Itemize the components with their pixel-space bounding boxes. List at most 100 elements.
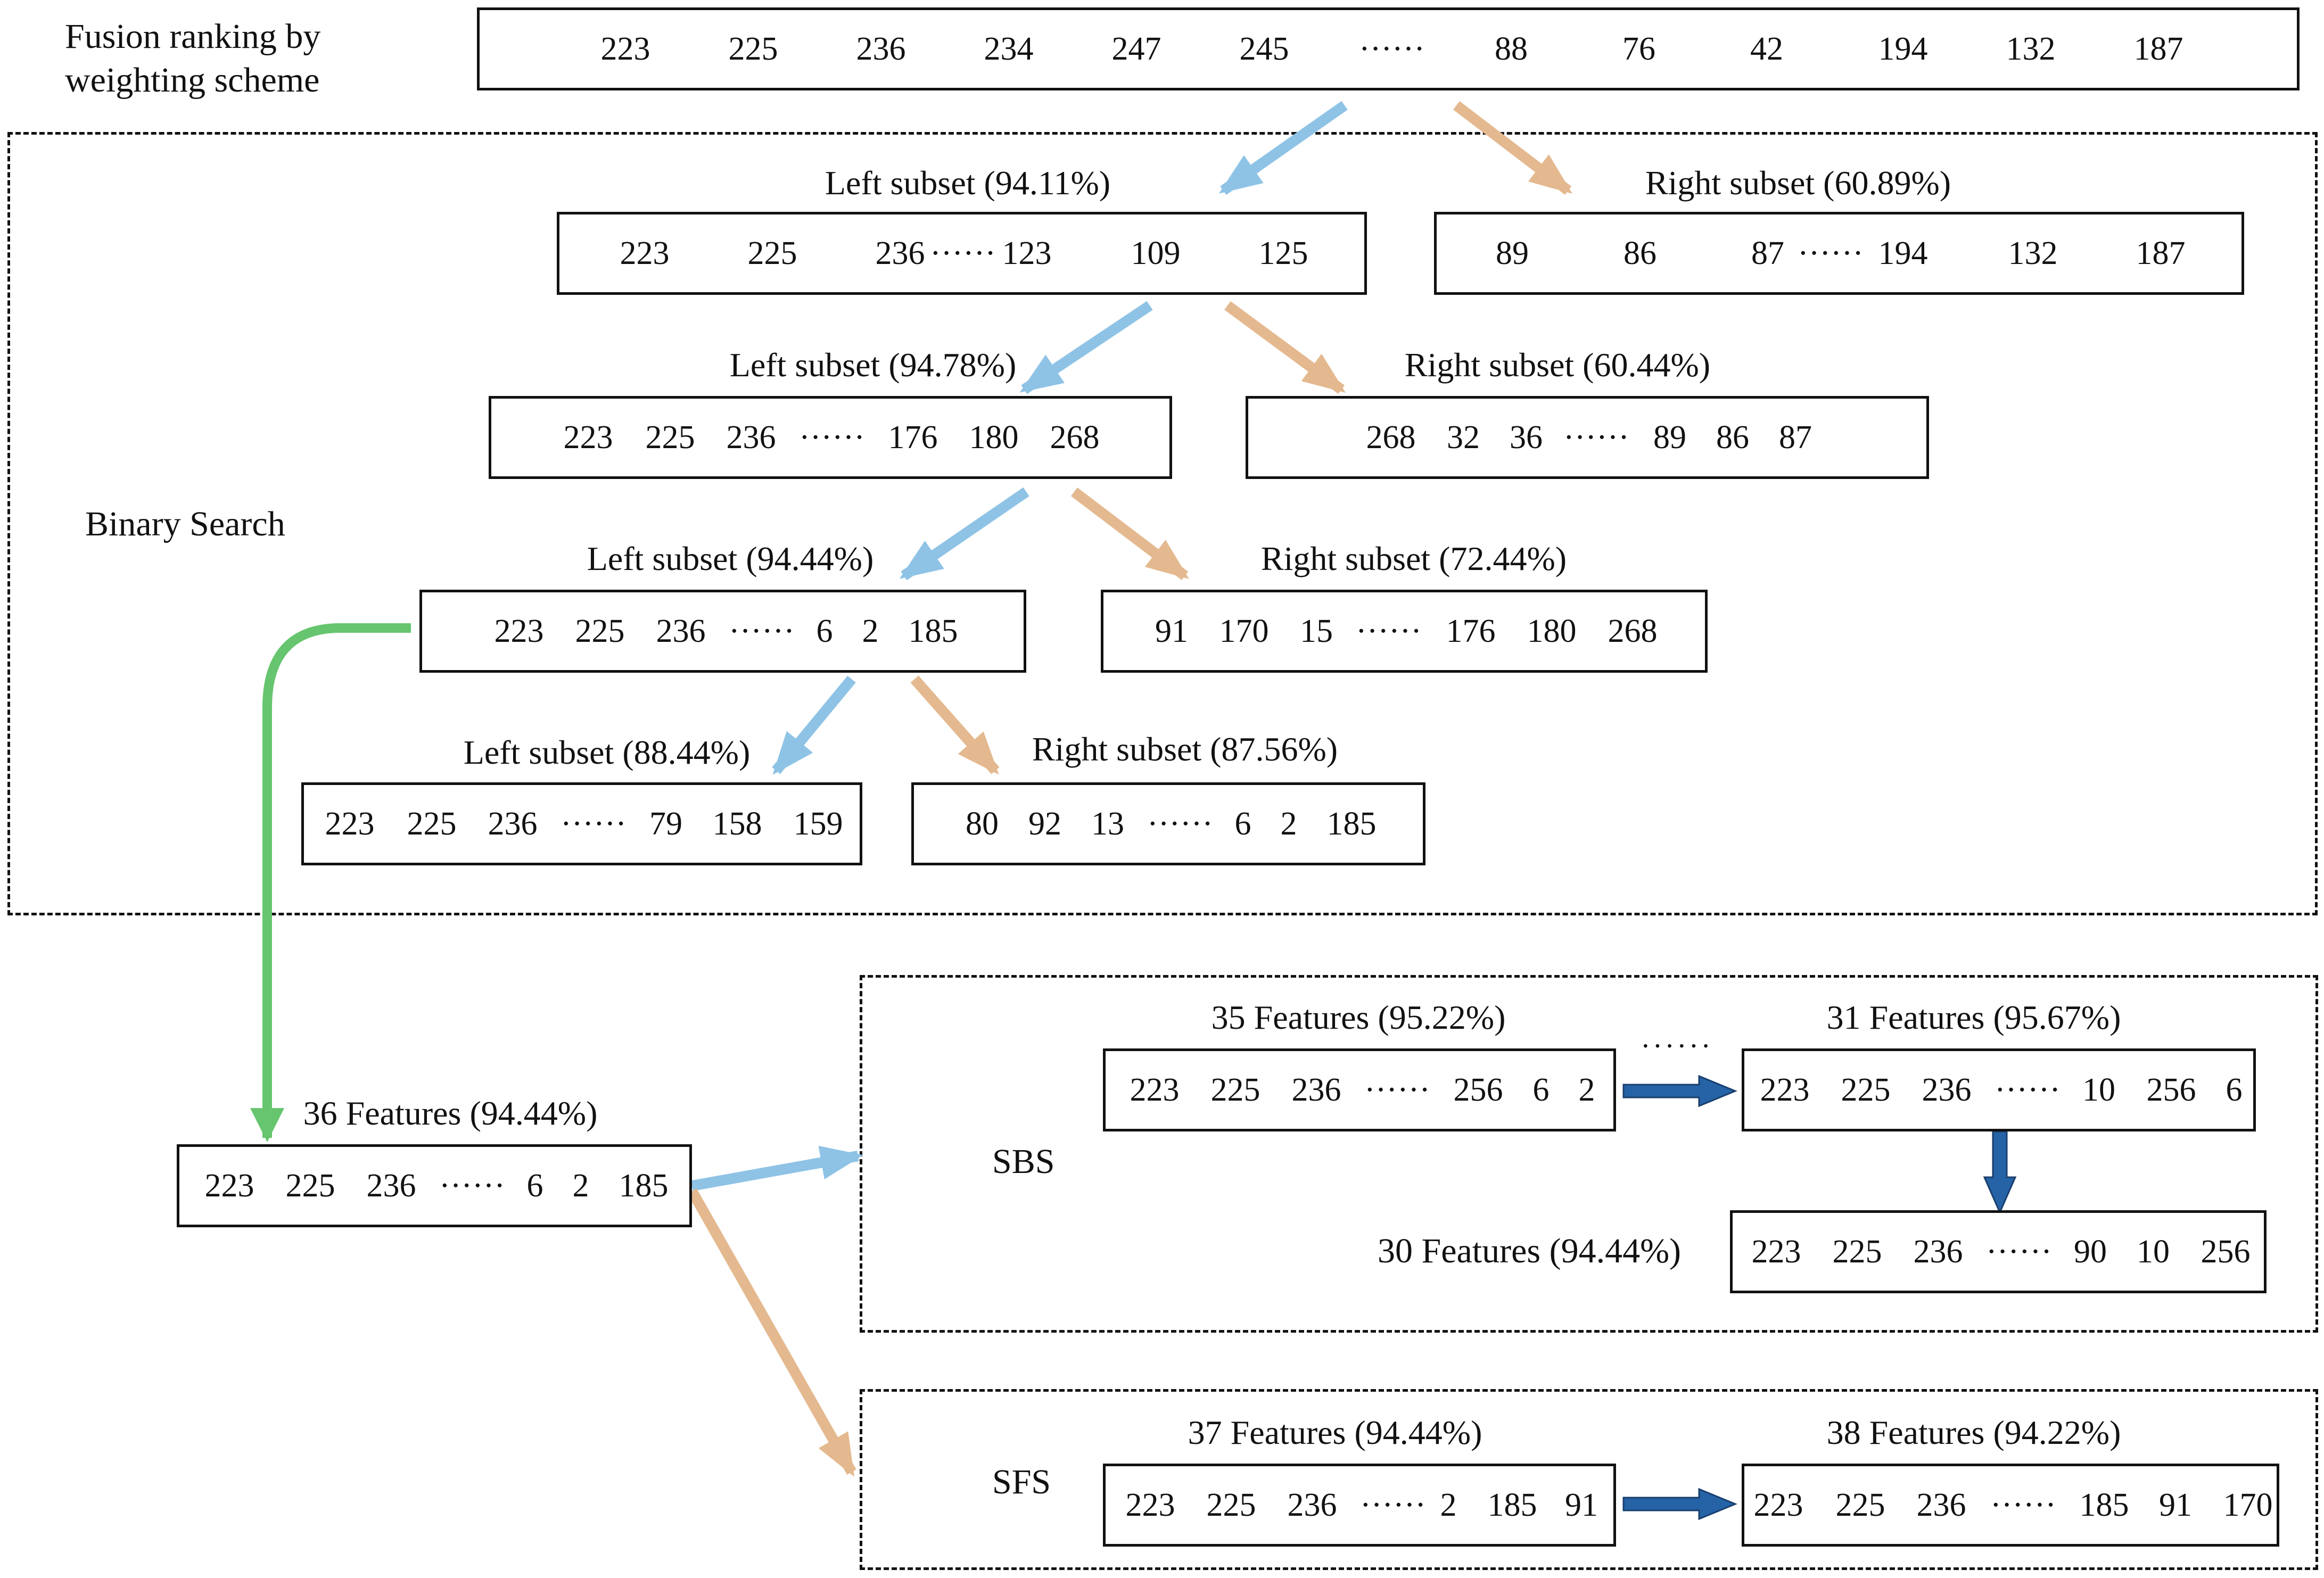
subset-item: 236 [726, 419, 776, 456]
feature-item: 10 [2137, 1234, 2170, 1270]
subset-item: 180 [1527, 613, 1577, 649]
subset-item: 223 [620, 235, 670, 271]
subset-item: 225 [645, 419, 695, 456]
sbs-gap-dots: ······ [1641, 1030, 1713, 1063]
subset-item: 91 [1155, 613, 1188, 649]
features-35-box: 223 225 236 ······ 256 6 2 [1103, 1048, 1616, 1131]
left-subset-2-caption: Left subset (94.78%) [729, 346, 1017, 384]
subset-item: ······ [1563, 419, 1629, 456]
arrow-to-right-subset-2 [1224, 301, 1346, 394]
left-subset-1-box: 223 225 236 ······ 123 109 125 [557, 212, 1367, 295]
feature-item: 223 [1760, 1072, 1810, 1108]
feature-item: 236 [1287, 1487, 1337, 1523]
arrow-selected-to-36-features [250, 623, 411, 1142]
subset-item: 92 [1028, 806, 1061, 842]
feature-item: 10 [2082, 1072, 2115, 1108]
subset-item: ······ [799, 419, 865, 456]
fusion-item: 247 [1111, 31, 1161, 67]
subset-item: ······ [930, 235, 996, 271]
arrow-37-to-38 [1622, 1488, 1737, 1521]
subset-item: 79 [649, 806, 682, 842]
feature-item: 225 [1835, 1487, 1885, 1523]
feature-item: 185 [619, 1168, 669, 1204]
fusion-item: 88 [1495, 31, 1528, 67]
feature-item: 223 [1125, 1487, 1175, 1523]
subset-item: 13 [1091, 806, 1124, 842]
subset-item: 194 [1878, 235, 1928, 271]
feature-item: ······ [1364, 1072, 1430, 1108]
fusion-ranking-box: 223 225 236 234 247 245 ······ 88 76 42 … [477, 7, 2300, 90]
right-subset-2-box: 268 32 36 ······ 89 86 87 [1246, 396, 1929, 479]
feature-item: 225 [1832, 1234, 1882, 1270]
subset-item: 236 [656, 613, 706, 649]
feature-item: 2 [572, 1168, 589, 1204]
left-subset-1-caption: Left subset (94.11%) [825, 164, 1111, 202]
fusion-item: 76 [1622, 31, 1655, 67]
feature-item: 223 [204, 1168, 254, 1204]
subset-item: ······ [729, 613, 795, 649]
feature-item: 236 [1922, 1072, 1972, 1108]
right-subset-1-box: 89 86 87 ······ 194 132 187 [1434, 212, 2244, 295]
right-subset-3-caption: Right subset (72.44%) [1260, 540, 1567, 577]
subset-item: 109 [1131, 235, 1181, 271]
feature-item: ······ [1990, 1487, 2056, 1523]
feature-item: ······ [1995, 1072, 2061, 1108]
features-37-box: 223 225 236 ······ 2 185 91 [1103, 1464, 1616, 1547]
feature-item: 90 [2074, 1234, 2107, 1270]
features-31-caption: 31 Features (95.67%) [1826, 998, 2121, 1036]
arrow-to-right-subset-1 [1453, 101, 1572, 195]
feature-item: 6 [2226, 1072, 2243, 1108]
features-38-box: 223 225 236 ······ 185 91 170 [1742, 1464, 2279, 1547]
subset-item: 6 [1234, 806, 1251, 842]
sfs-region [860, 1389, 2318, 1570]
subset-item: 2 [1280, 806, 1297, 842]
subset-item: 236 [875, 235, 925, 271]
feature-item: 223 [1753, 1487, 1803, 1523]
fusion-item: 187 [2133, 31, 2183, 67]
subset-item: 223 [325, 806, 375, 842]
subset-item: 132 [2008, 235, 2058, 271]
subset-item: 225 [407, 806, 457, 842]
fusion-item: 225 [728, 31, 778, 67]
feature-item: 170 [2223, 1487, 2273, 1523]
subset-item: 87 [1751, 235, 1784, 271]
fusion-item: 236 [856, 31, 906, 67]
feature-item: 6 [1532, 1072, 1550, 1108]
subset-item: 89 [1653, 419, 1686, 456]
subset-item: 123 [1002, 235, 1052, 271]
right-subset-1-caption: Right subset (60.89%) [1645, 164, 1951, 202]
subset-item: 87 [1779, 419, 1812, 456]
feature-item: 256 [2146, 1072, 2196, 1108]
features-35-caption: 35 Features (95.22%) [1211, 998, 1506, 1036]
sbs-label: SBS [992, 1142, 1055, 1181]
feature-item: 185 [1487, 1487, 1537, 1523]
subset-item: 86 [1716, 419, 1749, 456]
binary-search-label: Binary Search [85, 505, 285, 543]
subset-item: 36 [1510, 419, 1543, 456]
feature-item: 236 [1291, 1072, 1341, 1108]
feature-item: 185 [2079, 1487, 2129, 1523]
features-30-caption: 30 Features (94.44%) [1378, 1232, 1682, 1270]
subset-item: 223 [563, 419, 613, 456]
fusion-item: 194 [1878, 31, 1928, 67]
subset-item: 225 [575, 613, 625, 649]
subset-item: 268 [1366, 419, 1416, 456]
fusion-label-line1: Fusion ranking by [65, 17, 321, 56]
right-subset-4-caption: Right subset (87.56%) [1032, 730, 1338, 768]
subset-item: 223 [494, 613, 544, 649]
arrow-35-to-31 [1622, 1075, 1737, 1108]
subset-item: 268 [1608, 613, 1658, 649]
fusion-item: 234 [984, 31, 1034, 67]
arrow-to-right-subset-4 [910, 675, 1000, 775]
feature-item: 256 [1453, 1072, 1503, 1108]
subset-item: ······ [1798, 235, 1864, 271]
feature-item: 6 [526, 1168, 543, 1204]
feature-item: 223 [1130, 1072, 1180, 1108]
subset-item: ······ [561, 806, 627, 842]
feature-item: 225 [1206, 1487, 1256, 1523]
fusion-item: 42 [1750, 31, 1783, 67]
feature-item: 223 [1751, 1234, 1801, 1270]
features-36-caption: 36 Features (94.44%) [303, 1094, 598, 1132]
arrow-31-to-30 [1983, 1130, 2017, 1215]
